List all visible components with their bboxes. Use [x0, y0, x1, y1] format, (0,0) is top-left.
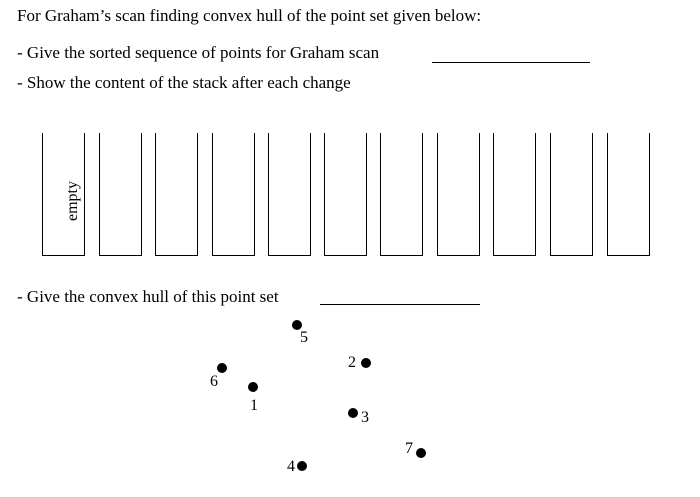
stack-box-8[interactable]: [437, 133, 480, 256]
point-4-dot: [297, 461, 307, 471]
point-7-dot: [416, 448, 426, 458]
question-item-sorted-sequence: - Give the sorted sequence of points for…: [17, 43, 380, 62]
stack-box-5[interactable]: [268, 133, 311, 256]
stack-box-3[interactable]: [155, 133, 198, 256]
stack-box-11[interactable]: [607, 133, 650, 256]
point-1-label: 1: [250, 397, 258, 414]
point-6-label: 6: [210, 373, 218, 390]
stack-box-6[interactable]: [324, 133, 367, 256]
stack-box-2[interactable]: [99, 133, 142, 256]
point-5-dot: [292, 320, 302, 330]
point-2-dot: [361, 358, 371, 368]
stack-box-10[interactable]: [550, 133, 593, 256]
point-1-dot: [248, 382, 258, 392]
stack-box-7[interactable]: [380, 133, 423, 256]
point-2-label: 2: [348, 354, 356, 371]
question-title: For Graham’s scan finding convex hull of…: [17, 6, 482, 25]
point-4-label: 4: [287, 458, 295, 475]
question-item-convex-hull: - Give the convex hull of this point set: [17, 287, 279, 306]
point-6-dot: [217, 363, 227, 373]
stack-box-label: empty: [63, 181, 81, 221]
stack-box-1[interactable]: empty: [42, 133, 85, 256]
answer-blank-convex-hull[interactable]: [320, 304, 480, 305]
point-3-dot: [348, 408, 358, 418]
answer-blank-sorted-sequence[interactable]: [432, 62, 590, 63]
point-7-label: 7: [405, 440, 413, 457]
stack-box-4[interactable]: [212, 133, 255, 256]
point-5-label: 5: [300, 329, 308, 346]
point-3-label: 3: [361, 409, 369, 426]
stack-box-9[interactable]: [493, 133, 536, 256]
question-item-stack-content: - Show the content of the stack after ea…: [17, 73, 351, 92]
